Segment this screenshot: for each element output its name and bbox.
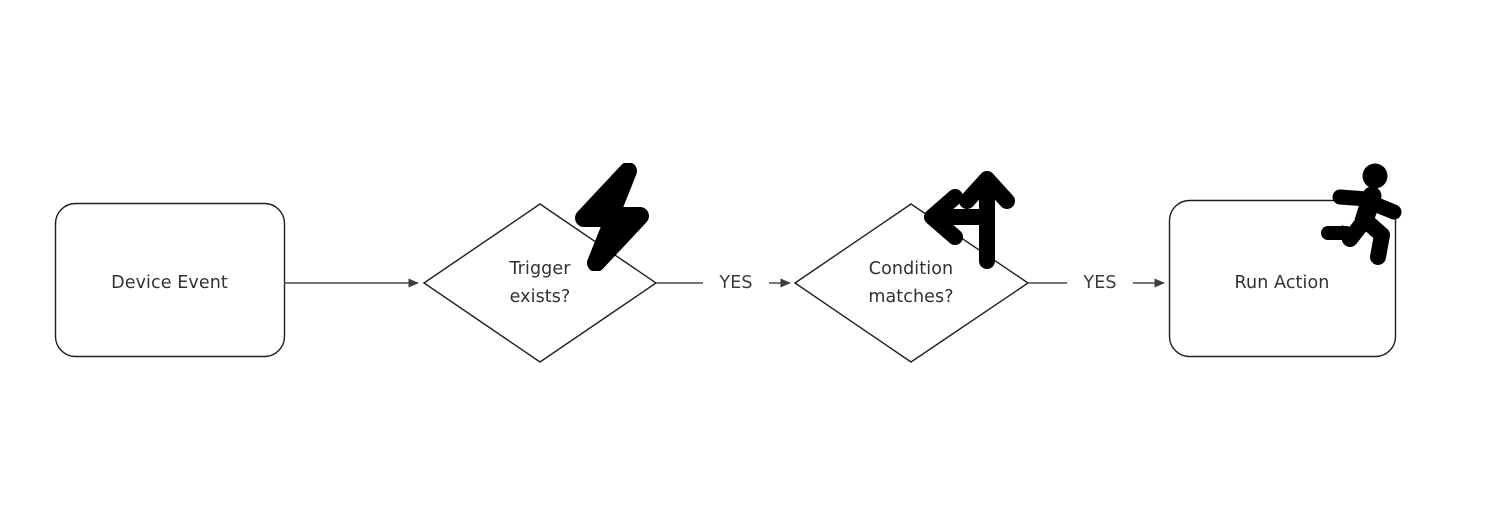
node-run-action[interactable]	[1168, 199, 1397, 358]
edge-label-trigger-yes: YES	[703, 273, 769, 293]
node-device-event[interactable]	[54, 202, 286, 358]
edge-label-condition-yes: YES	[1067, 273, 1133, 293]
node-trigger-exists[interactable]	[422, 203, 658, 363]
node-condition-matches[interactable]	[793, 203, 1030, 363]
